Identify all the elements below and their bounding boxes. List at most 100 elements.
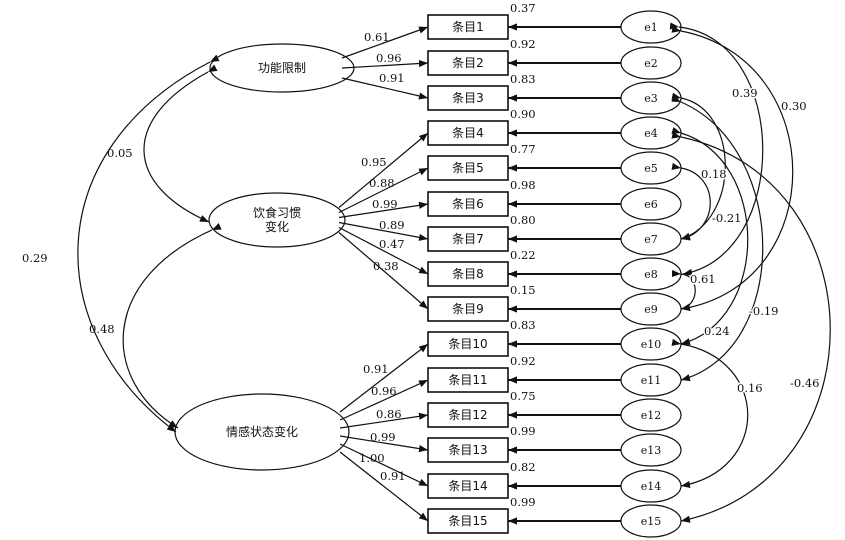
error-term-label: e8 <box>644 268 658 281</box>
item-box <box>427 437 509 463</box>
error-term-ellipse <box>620 504 682 538</box>
error-term-label: e9 <box>644 303 658 316</box>
r-squared-label: 0.75 <box>510 389 536 403</box>
error-term-ellipse <box>620 187 682 221</box>
item-label: 条目1 <box>452 20 484 34</box>
r-squared-label: 0.15 <box>510 283 536 297</box>
loading-label: 0.91 <box>379 71 405 85</box>
item-box <box>427 367 509 393</box>
error-term-label: e2 <box>644 57 658 70</box>
error-term-label: e5 <box>644 162 658 175</box>
error-covariance-path <box>671 338 749 488</box>
loading-path <box>338 132 429 208</box>
r-squared-label: 0.37 <box>510 1 536 15</box>
error-covariance-label: 0.30 <box>781 99 807 113</box>
loading-path <box>338 221 429 241</box>
item-label: 条目15 <box>448 514 487 528</box>
error-term-label: e4 <box>644 127 658 140</box>
path-arrows <box>77 22 831 525</box>
r-squared-label: 0.98 <box>510 178 536 192</box>
item-label: 条目4 <box>452 126 484 140</box>
r-squared-label: 0.82 <box>510 460 536 474</box>
error-term-ellipse <box>620 363 682 397</box>
r-squared-label: 0.99 <box>510 495 536 509</box>
r-squared-label: 0.83 <box>510 72 536 86</box>
loading-label: 0.61 <box>364 30 390 44</box>
item-box <box>427 191 509 217</box>
coefficient-labels: 0.05 0.29 0.48 0.39 0.30 0.18 -0.21 0.61 0.24 -0.… <box>22 1 821 509</box>
error-covariance-label: 0.24 <box>704 324 730 338</box>
latent-factor-ellipse <box>174 393 350 471</box>
item-label: 条目6 <box>452 197 484 211</box>
loading-label: 0.99 <box>370 430 396 444</box>
error-covariance-label: -0.19 <box>749 304 779 318</box>
loading-path <box>339 379 429 421</box>
error-term-ellipse <box>620 257 682 291</box>
error-term-ellipse <box>620 327 682 361</box>
error-covariance-label: -0.46 <box>790 376 820 390</box>
loading-label: 0.47 <box>379 237 405 251</box>
latent-factor-label: 情感状态变化 <box>226 424 298 439</box>
error-term-label: e10 <box>641 338 662 351</box>
item-label: 条目13 <box>448 443 487 457</box>
error-term-ellipse <box>620 398 682 432</box>
r-squared-label: 0.92 <box>510 37 536 51</box>
loading-label: 0.38 <box>373 259 399 273</box>
error-covariance-label: -0.21 <box>712 211 742 225</box>
error-term-label: e14 <box>641 480 662 493</box>
r-squared-label: 0.92 <box>510 354 536 368</box>
loading-path <box>341 77 429 100</box>
error-term-ellipse <box>620 222 682 256</box>
loading-path <box>339 443 429 487</box>
error-covariance-label: 0.18 <box>701 167 727 181</box>
loading-path <box>341 59 429 69</box>
loading-label: 0.89 <box>379 218 405 232</box>
error-term-label: e7 <box>644 233 658 246</box>
error-term-ellipse <box>620 81 682 115</box>
error-covariance-path <box>671 25 794 312</box>
item-box <box>427 331 509 357</box>
factor-correlation-label: 0.05 <box>107 146 133 160</box>
item-box <box>427 85 509 111</box>
loading-label: 0.96 <box>371 384 397 398</box>
error-term-ellipse <box>620 151 682 185</box>
error-term-ellipse <box>620 292 682 326</box>
r-squared-label: 0.83 <box>510 318 536 332</box>
item-label: 条目10 <box>448 337 487 351</box>
latent-factor-ellipse <box>209 43 355 93</box>
item-label: 条目5 <box>452 161 484 175</box>
error-term-label: e12 <box>641 409 662 422</box>
error-covariance-path <box>669 22 764 276</box>
error-term-ellipse <box>620 116 682 150</box>
error-term-label: e3 <box>644 92 658 105</box>
r-squared-label: 0.80 <box>510 213 536 227</box>
error-term-label: e6 <box>644 198 658 211</box>
factor-correlation-label: 0.48 <box>89 322 115 336</box>
loading-path <box>338 226 429 275</box>
factor-correlation-label: 0.29 <box>22 251 48 265</box>
item-box <box>427 155 509 181</box>
error-term-ellipse <box>620 46 682 80</box>
error-term-label: e1 <box>644 21 658 34</box>
error-covariance-label: 0.39 <box>732 86 758 100</box>
error-covariance-label: 0.61 <box>690 272 716 286</box>
error-term-label: e11 <box>641 374 662 387</box>
factor-correlation-path <box>143 64 218 223</box>
item-box <box>427 473 509 499</box>
loading-path <box>338 232 429 310</box>
item-box <box>427 14 509 40</box>
item-box <box>427 261 509 287</box>
loading-label: 0.96 <box>376 51 402 65</box>
error-covariance-path <box>671 162 711 241</box>
latent-factor-label: 功能限制 <box>258 61 306 75</box>
item-label: 条目7 <box>452 232 484 246</box>
error-covariance-path <box>671 126 749 346</box>
loading-path <box>339 451 429 522</box>
error-term-label: e13 <box>641 444 662 457</box>
latent-factor-label: 饮食习惯变化 <box>253 205 301 234</box>
item-label: 条目11 <box>448 373 487 387</box>
loading-label: 0.91 <box>363 362 389 376</box>
item-label: 条目9 <box>452 302 484 316</box>
